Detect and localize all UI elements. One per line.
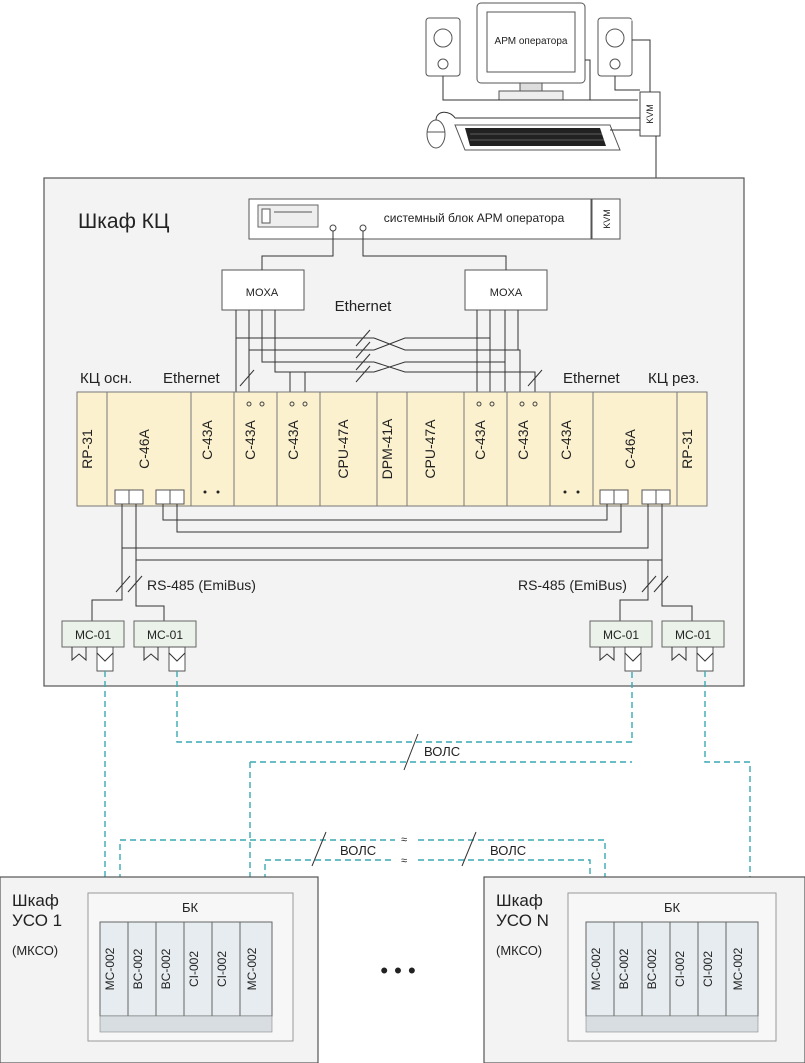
- uson-bk-label: БК: [664, 900, 681, 915]
- kc-reserve-label: КЦ рез.: [648, 370, 699, 387]
- slot-label: CI-002: [187, 951, 201, 987]
- rs485-left-label: RS-485 (EmiBus): [147, 577, 256, 593]
- uso1-bk-label: БК: [182, 900, 199, 915]
- uso1-title: Шкаф: [12, 891, 59, 910]
- system-block: системный блок АРМ оператора KVM: [248, 198, 621, 240]
- kvm-switch: KVM: [639, 91, 661, 137]
- mc01-label: MC-01: [675, 628, 711, 642]
- slot-label: CI-002: [673, 951, 687, 987]
- module-label: C-46A: [136, 428, 152, 468]
- cabinet-kc-title: Шкаф КЦ: [78, 210, 170, 233]
- module-label: C-43A: [285, 419, 301, 459]
- speaker-left-icon: [425, 17, 461, 77]
- slot-label: CI-002: [701, 951, 715, 987]
- moxa-left: MOXA: [221, 269, 305, 311]
- module-label: CPU-47A: [422, 419, 438, 479]
- svg-text:≈: ≈: [401, 834, 407, 846]
- kc-main-label: КЦ осн.: [80, 370, 132, 387]
- rs485-wiring: [91, 504, 693, 626]
- slot-label: BC-002: [617, 948, 631, 989]
- module-label: C-43A: [558, 419, 574, 459]
- mc01-module: MC-01: [589, 620, 653, 672]
- svg-text:≈: ≈: [401, 855, 407, 867]
- slot-label: MC-002: [589, 947, 603, 990]
- monitor-icon: АРМ оператора: [476, 2, 586, 101]
- ellipsis: • • •: [380, 958, 415, 983]
- ethernet-wiring: [235, 310, 543, 392]
- speaker-right-icon: [597, 17, 633, 77]
- mc01-module: MC-01: [661, 620, 725, 672]
- cabinet-kc: Шкаф КЦ системный блок АРМ оператора KVM…: [43, 177, 745, 687]
- ethernet-left-label: Ethernet: [163, 370, 221, 387]
- mc01-label: MC-01: [603, 628, 639, 642]
- sysblock-kvm-label: KVM: [602, 209, 612, 229]
- uso1-title-2: УСО 1: [12, 911, 62, 930]
- monitor-label: АРМ оператора: [495, 36, 568, 47]
- uson-subtitle: (МКСО): [496, 943, 542, 958]
- slot-label: MC-002: [103, 947, 117, 990]
- module-label: C-43A: [515, 419, 531, 459]
- module-label: C-43A: [199, 419, 215, 459]
- cabinet-uso-1: Шкаф УСО 1 (МКСО) БК MC-002 BC-002 BC-00…: [0, 876, 319, 1063]
- mc01-label: MC-01: [75, 628, 111, 642]
- uson-title-2: УСО N: [496, 911, 549, 930]
- module-rack: RP-31 C-46A C-43A C-43A C-43A CPU-47A DP…: [76, 391, 708, 507]
- mc01-label: MC-01: [147, 628, 183, 642]
- slot-label: CI-002: [215, 951, 229, 987]
- slot-label: BC-002: [159, 948, 173, 989]
- moxa-right: MOXA: [464, 269, 548, 311]
- slot-label: MC-002: [245, 947, 259, 990]
- operator-workstation: АРМ оператора KVM: [425, 2, 661, 219]
- module-label: CPU-47A: [335, 419, 351, 479]
- slot-label: BC-002: [645, 948, 659, 989]
- fiber-label: ВОЛС: [424, 744, 460, 759]
- mouse-icon: [426, 111, 456, 149]
- module-label: C-46A: [622, 428, 638, 468]
- moxa-right-label: MOXA: [490, 287, 523, 299]
- sysblock-label: системный блок АРМ оператора: [384, 211, 565, 225]
- moxa-left-label: MOXA: [246, 287, 279, 299]
- module-label: RP-31: [79, 429, 95, 469]
- uson-title: Шкаф: [496, 891, 543, 910]
- mc01-module: MC-01: [61, 620, 125, 672]
- slot-label: MC-002: [731, 947, 745, 990]
- module-label: C-43A: [472, 419, 488, 459]
- uso1-subtitle: (МКСО): [12, 943, 58, 958]
- rs485-right-label: RS-485 (EmiBus): [518, 577, 627, 593]
- ethernet-center-label: Ethernet: [335, 298, 393, 315]
- module-label: C-43A: [242, 419, 258, 459]
- kvm-label: KVM: [645, 104, 655, 124]
- module-label: DPM-41A: [379, 418, 395, 479]
- mc01-module: MC-01: [133, 620, 197, 672]
- keyboard-icon: [454, 124, 621, 151]
- module-label: RP-31: [679, 429, 695, 469]
- fiber-label: ВОЛС: [490, 843, 526, 858]
- slot-label: BC-002: [131, 948, 145, 989]
- cabinet-uso-n: Шкаф УСО N (МКСО) БК MC-002 BC-002 BC-00…: [483, 876, 805, 1063]
- fiber-label: ВОЛС: [340, 843, 376, 858]
- ethernet-right-label: Ethernet: [563, 370, 621, 387]
